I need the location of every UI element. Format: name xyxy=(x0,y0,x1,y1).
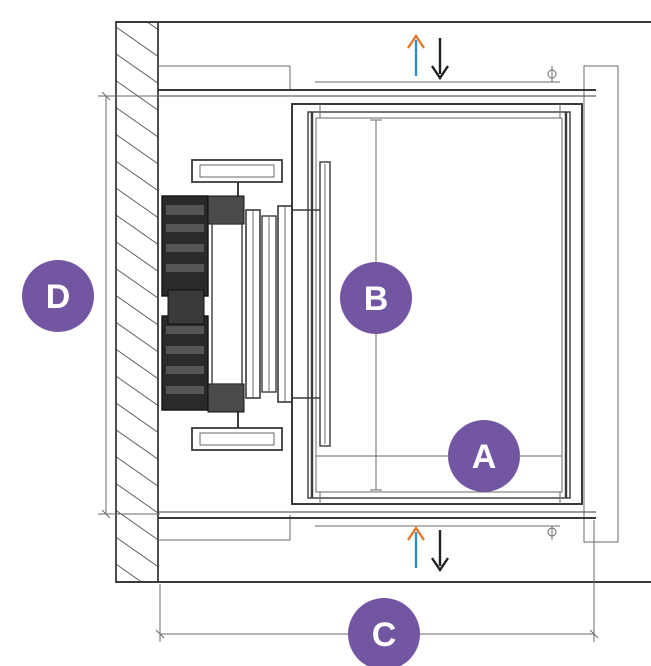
badge-d-label: D xyxy=(46,278,71,316)
badge-b: B xyxy=(340,262,412,334)
drive-mechanism xyxy=(161,159,320,451)
badge-b-label: B xyxy=(364,280,389,318)
badge-b-circle xyxy=(340,262,412,334)
badge-a: A xyxy=(448,420,520,492)
badge-c: C xyxy=(348,598,420,666)
badge-d-circle xyxy=(22,260,94,332)
guide-rails xyxy=(158,66,596,540)
badge-c-circle xyxy=(348,598,420,666)
up-down-arrows-icon xyxy=(407,525,449,573)
platform-car xyxy=(291,103,583,505)
wall-section xyxy=(115,21,159,583)
dimension-d xyxy=(98,91,160,519)
shaft-outline xyxy=(116,21,651,583)
badge-c-label: C xyxy=(372,616,397,654)
badge-d: D xyxy=(22,260,94,332)
badge-a-label: A xyxy=(472,438,497,476)
up-down-arrows-icon xyxy=(407,33,449,81)
badge-a-circle xyxy=(448,420,520,492)
